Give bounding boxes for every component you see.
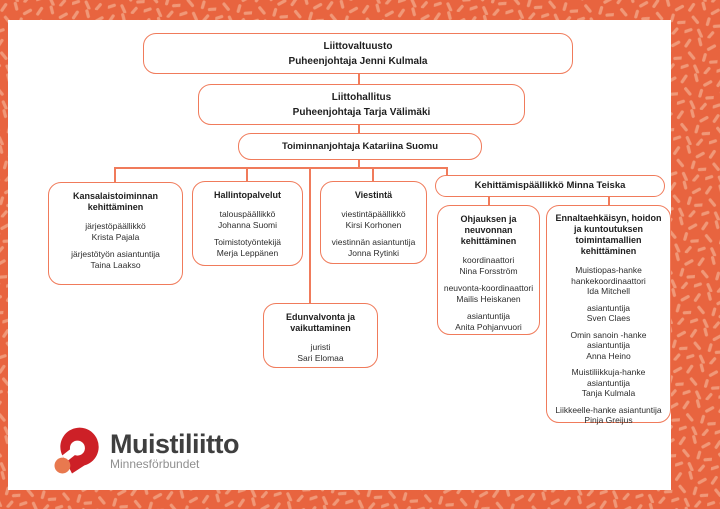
staff-role: järjestöpäällikkö [85, 221, 146, 231]
connector-line [446, 167, 448, 176]
org-node-liittohallitus: Liittohallitus Puheenjohtaja Tarja Välim… [198, 84, 525, 125]
staff-role: viestintäpäällikkö [341, 209, 406, 219]
connector-line [114, 167, 448, 169]
org-node-viestinta: Viestintä viestintäpäällikkö Kirsi Korho… [320, 181, 427, 264]
staff-name: Tanja Kulmala [581, 388, 636, 398]
staff-member: neuvonta-koordinaattori Mailis Heiskanen [442, 283, 535, 304]
staff-name: Kirsi Korhonen [345, 219, 402, 230]
staff-name: Sari Elomaa [297, 352, 344, 363]
staff-name: Taina Laakso [90, 259, 141, 270]
staff-member: Muistiliikkuja-hanke asiantuntija Tanja … [551, 367, 666, 399]
staff-name: Johanna Suomi [217, 219, 278, 230]
staff-member: juristi Sari Elomaa [268, 342, 373, 363]
org-node-chairperson: Puheenjohtaja Tarja Välimäki [292, 106, 431, 118]
org-node-title: Edunvalvonta ja vaikuttaminen [285, 312, 356, 333]
connector-line [358, 124, 360, 134]
staff-role: Toimistotyöntekijä [213, 237, 282, 247]
staff-role: viestinnän asiantuntija [331, 237, 416, 247]
member-list: juristi Sari Elomaa [268, 342, 373, 363]
org-node-kansalaistoiminta: Kansalaistoiminnan kehittäminen järjestö… [48, 182, 183, 285]
org-node-toiminnanjohtaja: Toiminnanjohtaja Katariina Suomu [238, 133, 482, 160]
staff-member: Omin sanoin -hanke asiantuntija Anna Hei… [551, 330, 666, 362]
staff-name: Krista Pajala [91, 231, 140, 242]
org-node-ohjaus-neuvonta: Ohjauksen ja neuvonnan kehittäminen koor… [437, 205, 540, 335]
connector-line [309, 167, 311, 304]
staff-member: koordinaattori Nina Forsström [442, 255, 535, 276]
staff-role: Liikkeelle-hanke asiantuntija [555, 404, 662, 415]
staff-member: talouspäällikkö Johanna Suomi [197, 209, 298, 230]
member-list: viestintäpäällikkö Kirsi Korhonen viesti… [325, 209, 422, 258]
org-node-title: Kansalaistoiminnan kehittäminen [72, 191, 159, 212]
staff-role: koordinaattori [462, 255, 515, 265]
org-node-title: Ennaltaehkäisyn, hoidon ja kuntoutuksen … [555, 213, 662, 256]
staff-name: Merja Leppänen [216, 247, 279, 258]
logo-subtitle: Minnesförbundet [110, 457, 200, 471]
connector-line [358, 73, 360, 85]
connector-line [372, 167, 374, 182]
org-node-hallintopalvelut: Hallintopalvelut talouspäällikkö Johanna… [192, 181, 303, 266]
org-node-title: Liittohallitus [331, 91, 392, 103]
staff-member: Liikkeelle-hanke asiantuntija Pinja Grei… [551, 405, 666, 426]
org-node-title: Liittovaltuusto [323, 40, 393, 52]
staff-member: viestinnän asiantuntija Jonna Rytinki [325, 237, 422, 258]
org-node-edunvalvonta: Edunvalvonta ja vaikuttaminen juristi Sa… [263, 303, 378, 368]
staff-role: asiantuntija [466, 311, 510, 321]
org-node-liittovaltuusto: Liittovaltuusto Puheenjohtaja Jenni Kulm… [143, 33, 573, 74]
logo-text-block: Muistiliitto Minnesförbundet [110, 431, 239, 471]
connector-line [114, 167, 116, 183]
muistiliitto-logo-icon [54, 427, 99, 474]
staff-role: Muistiliikkuja-hanke asiantuntija [571, 367, 646, 388]
org-node-title: Hallintopalvelut [213, 190, 281, 200]
member-list: koordinaattori Nina Forsström neuvonta-k… [442, 255, 535, 332]
org-node-kehittamispaallikko: Kehittämispäällikkö Minna Teiska [435, 175, 665, 197]
connector-line [608, 196, 610, 206]
org-node-title: Viestintä [354, 190, 393, 200]
logo-wordmark: Muistiliitto [110, 429, 239, 459]
staff-role: asiantuntija [586, 302, 630, 313]
staff-name: Ida Mitchell [587, 286, 630, 296]
staff-name: Nina Forsström [459, 265, 518, 276]
org-node-ennaltaehkaisy: Ennaltaehkäisyn, hoidon ja kuntoutuksen … [546, 205, 671, 426]
staff-member: asiantuntija Anita Pohjanvuori [442, 311, 535, 332]
staff-name: Anita Pohjanvuori [455, 321, 522, 332]
staff-role: Omin sanoin -hanke asiantuntija [570, 329, 647, 351]
staff-name: Mailis Heiskanen [456, 293, 521, 304]
connector-line [358, 159, 360, 169]
staff-name: Anna Heino [586, 350, 631, 361]
staff-role: talouspäällikkö [219, 209, 276, 219]
staff-role: Muistiopas-hanke hankekoordinaattori [571, 265, 646, 286]
member-list: Muistiopas-hanke hankekoordinaattori Ida… [551, 265, 666, 426]
staff-role: neuvonta-koordinaattori [443, 283, 534, 293]
org-node-title: Ohjauksen ja neuvonnan kehittäminen [460, 214, 517, 246]
staff-name: Jonna Rytinki [347, 247, 400, 258]
org-node-title: Toiminnanjohtaja Katariina Suomu [281, 140, 439, 152]
staff-member: asiantuntija Sven Claes [551, 303, 666, 324]
connector-line [246, 167, 248, 182]
staff-name: Sven Claes [586, 313, 631, 323]
org-node-title: Kehittämispäällikkö Minna Teiska [474, 180, 626, 191]
staff-member: viestintäpäällikkö Kirsi Korhonen [325, 209, 422, 230]
staff-role: järjestötyön asiantuntija [71, 249, 160, 259]
staff-name: Pinja Greijus [584, 415, 633, 425]
org-node-chairperson: Puheenjohtaja Jenni Kulmala [288, 55, 428, 67]
staff-member: Muistiopas-hanke hankekoordinaattori Ida… [551, 265, 666, 297]
connector-line [488, 196, 490, 206]
member-list: talouspäällikkö Johanna Suomi Toimistoty… [197, 209, 298, 258]
staff-role: juristi [310, 342, 331, 352]
staff-member: järjestötyön asiantuntija Taina Laakso [53, 249, 178, 270]
staff-member: Toimistotyöntekijä Merja Leppänen [197, 237, 298, 258]
staff-member: järjestöpäällikkö Krista Pajala [53, 221, 178, 242]
muistiliitto-logo: Muistiliitto Minnesförbundet [52, 426, 239, 476]
member-list: järjestöpäällikkö Krista Pajala järjestö… [53, 221, 178, 270]
